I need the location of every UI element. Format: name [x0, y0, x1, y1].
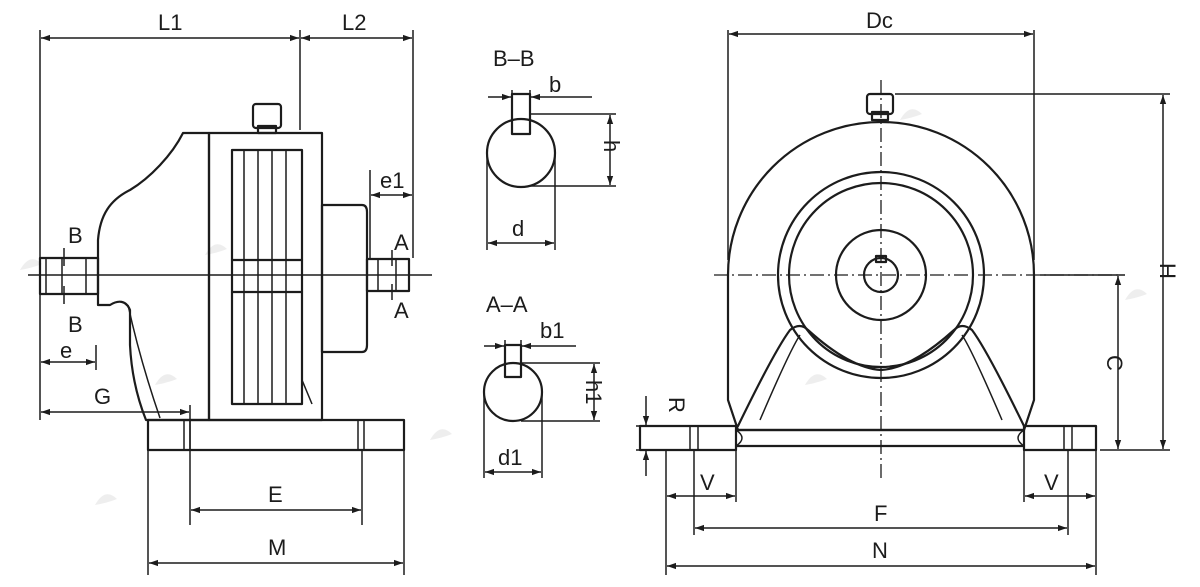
label-b: b: [549, 72, 561, 97]
label-V-right: V: [1044, 470, 1059, 495]
label-B-bottom: B: [68, 312, 83, 337]
base-plate: [146, 418, 406, 452]
label-b1: b1: [540, 318, 564, 343]
label-C: C: [1102, 355, 1127, 371]
section-bb: B–B b h d: [485, 46, 624, 250]
output-cap: [320, 203, 369, 354]
central-housing: [207, 131, 324, 422]
watermark: [20, 109, 1147, 505]
watermark-leaf-icon: [20, 109, 1147, 505]
label-e: e: [60, 338, 72, 363]
section-aa: A–A b1 h1 d1: [482, 292, 606, 478]
input-housing: [96, 131, 211, 422]
vent-plug: [251, 102, 283, 135]
bearing-ring: [834, 228, 928, 322]
front-view: Dc H C R V V F N: [636, 8, 1180, 575]
label-section-bb: B–B: [493, 46, 535, 71]
label-G: G: [94, 384, 111, 409]
label-h1: h1: [581, 380, 606, 404]
label-d1: d1: [498, 445, 522, 470]
motor-dome: [726, 120, 1036, 277]
top-plug: [865, 92, 895, 122]
input-shaft: [38, 256, 100, 296]
foot-plate: [638, 424, 1098, 452]
label-V-left: V: [700, 470, 715, 495]
label-L2: L2: [342, 10, 366, 35]
label-e1: e1: [380, 168, 404, 193]
label-d: d: [512, 216, 524, 241]
label-A-bottom: A: [394, 298, 409, 323]
label-M: M: [268, 535, 286, 560]
output-shaft: [365, 257, 411, 293]
label-H: H: [1155, 263, 1180, 279]
label-h: h: [599, 140, 624, 152]
label-N: N: [872, 538, 888, 563]
shaft-end: [862, 256, 900, 294]
label-B-top: B: [68, 223, 83, 248]
label-Dc: Dc: [866, 8, 893, 33]
housing-ribs: [230, 148, 313, 406]
housing-outer-ring: [776, 170, 986, 380]
label-F: F: [874, 501, 887, 526]
label-R: R: [664, 397, 689, 413]
label-section-aa: A–A: [486, 292, 528, 317]
label-A-top: A: [394, 230, 409, 255]
label-E: E: [268, 482, 283, 507]
side-view: L1 L2 e1 B B A A e G E M: [28, 10, 432, 575]
label-L1: L1: [158, 10, 182, 35]
